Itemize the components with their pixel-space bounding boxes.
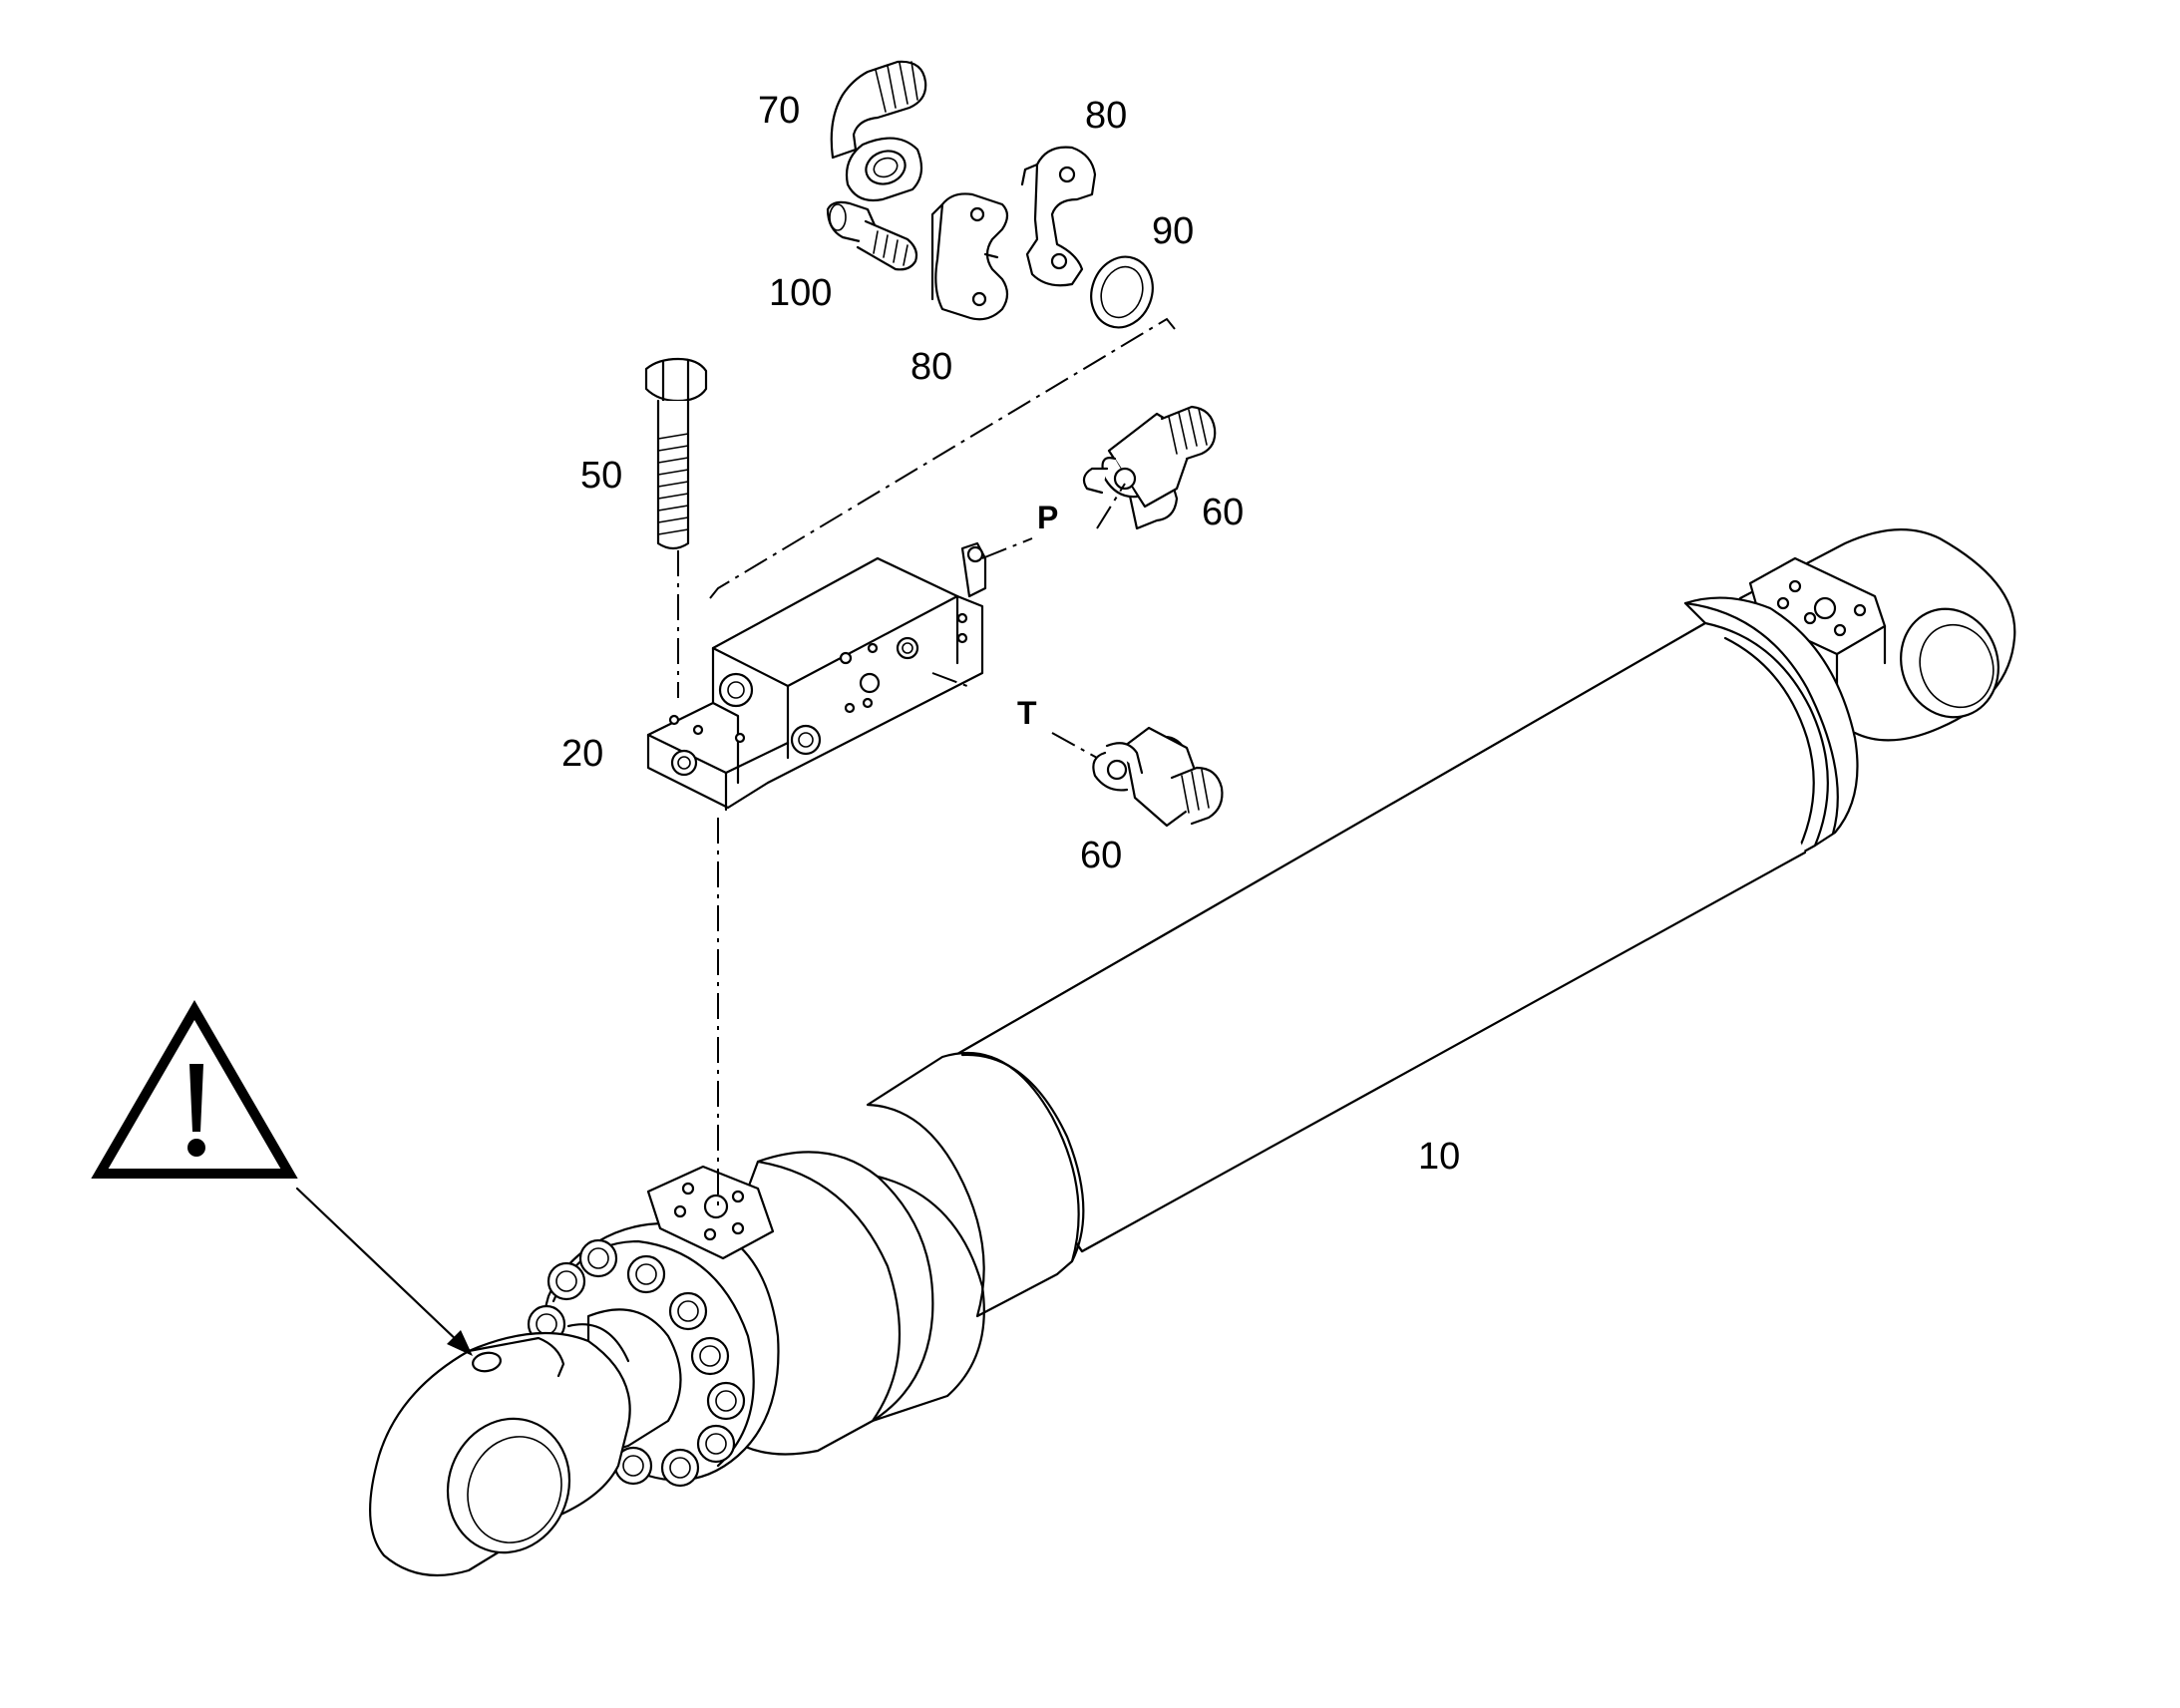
- callout-60-bottom: 60: [1080, 835, 1122, 876]
- split-flange-upper: [1020, 146, 1097, 287]
- warning-leader-arrow: [295, 1187, 473, 1356]
- fitting-pressure: [1082, 405, 1217, 530]
- cap-screw: [826, 200, 918, 271]
- callout-90: 90: [1152, 210, 1194, 252]
- callout-100: 100: [769, 272, 832, 314]
- valve-block: [646, 541, 987, 812]
- o-ring: [1090, 255, 1154, 329]
- port-label-p: P: [1037, 500, 1058, 535]
- callout-80-top: 80: [1085, 95, 1127, 137]
- port-label-t: T: [1017, 695, 1037, 731]
- elbow-fitting: [830, 60, 927, 202]
- callout-50: 50: [580, 455, 622, 497]
- callout-labels: 10 20 50 60 60 70 80 80 90 100 P T: [561, 90, 1460, 1178]
- split-flange-lower: [930, 192, 1009, 321]
- head-bolts: [527, 1238, 746, 1488]
- assembly-centerlines: [677, 317, 1176, 1208]
- callout-20: 20: [561, 733, 603, 775]
- callout-60-top: 60: [1202, 492, 1244, 533]
- warning-triangle-icon: [91, 1000, 298, 1179]
- cylinder-front-eye: [369, 1331, 631, 1577]
- callout-70: 70: [758, 90, 800, 132]
- callout-10: 10: [1418, 1136, 1460, 1178]
- hex-bolt: [644, 357, 708, 550]
- hydraulic-cylinder: [369, 528, 2016, 1577]
- cylinder-head: [527, 1151, 985, 1488]
- fitting-tank: [1092, 726, 1224, 828]
- callout-80-bottom: 80: [910, 346, 952, 388]
- cylinder-barrel: [866, 596, 1859, 1318]
